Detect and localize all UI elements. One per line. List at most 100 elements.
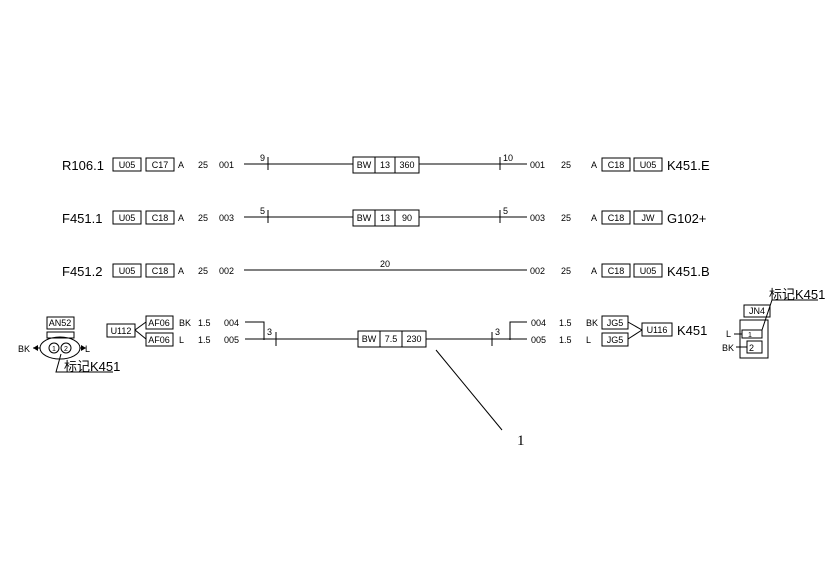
row1-left-tag-1: U05 (119, 160, 136, 170)
row1-left-size: 25 (198, 160, 208, 170)
row1-left-tag-2: C17 (152, 160, 169, 170)
row2-left-tag-2: C18 (152, 213, 169, 223)
row1-left-tag-1-box (112, 157, 142, 172)
right-component-pin1-box (741, 329, 763, 339)
left-component-pin2-circle (60, 342, 72, 354)
row1-right-tag-2: U05 (640, 160, 657, 170)
row1-right-pin: 10 (503, 153, 513, 163)
callout: 1 (435, 349, 525, 449)
row2-right-pin: 5 (503, 206, 508, 216)
row4-right-wire2-size: 1.5 (559, 335, 572, 345)
row3-center-label: 20 (380, 259, 390, 269)
row3-left-tag-1-box (112, 263, 142, 278)
row3-right-size: 25 (561, 266, 571, 276)
row4-left-wire1-tag-box (145, 315, 174, 330)
right-component-housing (739, 319, 769, 359)
row4-left-wire2-size: 1.5 (198, 335, 211, 345)
row4-right-conn-lead-2 (627, 329, 643, 340)
row4-right-wire1-num: 004 (531, 318, 546, 328)
row4-right-wire1-color: BK (586, 318, 598, 328)
row4-right-wire2-num: 005 (531, 335, 546, 345)
right-component-leader (761, 299, 818, 331)
left-component-housing (39, 336, 81, 360)
row1-right-tag-2-box (633, 157, 663, 172)
row1-mid-3: 360 (399, 160, 414, 170)
row2-left-pin: 5 (260, 206, 265, 216)
row4-left-wire1-line (245, 321, 265, 340)
callout-leader (435, 349, 503, 431)
row4-mid-3: 230 (406, 334, 421, 344)
row2-left-a: A (178, 213, 184, 223)
right-component-pin1: 1 (748, 332, 752, 339)
row4-right-pin: 3 (495, 327, 500, 337)
row2-left-tag-2-box (145, 210, 175, 225)
row1-left-num: 001 (219, 160, 234, 170)
wire-row-2: F451.1 U05 C18 A 25 003 5 BW 13 90 5 003… (62, 206, 706, 227)
row3-left-tag-2-box (145, 263, 175, 278)
row4-mid-2: 7.5 (385, 334, 398, 344)
row3-left-a: A (178, 266, 184, 276)
row3-right-tag-2: U05 (640, 266, 657, 276)
left-component-pin1-circle (48, 342, 60, 354)
row2-left-tag-1-box (112, 210, 142, 225)
row4-left-wire2-tag: AF06 (148, 335, 170, 345)
row1-left-pin: 9 (260, 153, 265, 163)
left-component-pin2: 2 (64, 346, 68, 353)
row2-right-size: 25 (561, 213, 571, 223)
row1-mid-1: BW (357, 160, 372, 170)
row4-left-conn-lead-1 (134, 321, 147, 331)
row2-left-num: 003 (219, 213, 234, 223)
right-component-tag-box (743, 304, 771, 318)
left-component-tag: AN52 (49, 318, 72, 328)
row1-right-a: A (591, 160, 597, 170)
left-component: AN52 1 2 BK L 标记K451 (18, 316, 120, 374)
row4-right-wire2-color: L (586, 335, 591, 345)
row3-right-name: K451.B (667, 264, 710, 279)
row4-left-wire1-color: BK (179, 318, 191, 328)
row3-right-tag-2-box (633, 263, 663, 278)
row4-right-wire1-line (509, 321, 527, 340)
row2-right-name: G102+ (667, 211, 706, 226)
left-component-label: 标记K451 (64, 359, 120, 374)
left-component-l: L (85, 344, 90, 354)
row1-left-tag-2-box (145, 157, 175, 172)
row1-left-a: A (178, 160, 184, 170)
row3-right-tag-1-box (601, 263, 631, 278)
row3-left-tag-2: C18 (152, 266, 169, 276)
row3-left-name: F451.2 (62, 264, 102, 279)
row1-left-name: R106.1 (62, 158, 104, 173)
row4-right-wire2-tag-box (601, 332, 629, 347)
left-component-bk: BK (18, 344, 30, 354)
row1-right-tag-1: C18 (608, 160, 625, 170)
row4-left-conn: U112 (111, 326, 132, 336)
left-component-bar (46, 331, 75, 339)
left-component-pin1: 1 (52, 346, 56, 353)
left-component-bk-arrow (33, 345, 38, 351)
row1-right-name: K451.E (667, 158, 710, 173)
row4-left-wire1-size: 1.5 (198, 318, 211, 328)
callout-number: 1 (517, 433, 525, 449)
wire-row-3: F451.2 U05 C18 A 25 002 20 002 25 A C18 … (62, 259, 710, 279)
right-component: JN4 1 2 L BK 标记K451 (722, 287, 825, 359)
row1-right-tag-1-box (601, 157, 631, 172)
row4-right-wire1-tag: JG5 (607, 318, 624, 328)
row2-left-tag-1: U05 (119, 213, 136, 223)
left-component-leader (55, 353, 113, 373)
row4-right-name: K451 (677, 323, 707, 338)
left-component-l-arrow (81, 345, 86, 351)
row1-right-size: 25 (561, 160, 571, 170)
row2-mid-box-3 (394, 209, 420, 227)
row2-right-tag-2: JW (642, 213, 656, 223)
row4-right-wire1-size: 1.5 (559, 318, 572, 328)
left-component-tag-box (46, 316, 75, 330)
wire-row-4: U112 AF06 AF06 BK 1.5 004 L 1.5 005 3 BW… (106, 315, 707, 348)
row2-right-tag-1-box (601, 210, 631, 225)
row2-right-tag-1: C18 (608, 213, 625, 223)
row3-right-a: A (591, 266, 597, 276)
row3-left-size: 25 (198, 266, 208, 276)
row1-mid-2: 13 (380, 160, 390, 170)
wire-row-1: R106.1 U05 C17 A 25 001 9 BW 13 360 10 0… (62, 153, 710, 174)
right-component-pin2: 2 (749, 343, 754, 353)
row4-right-wire2-tag: JG5 (607, 335, 624, 345)
